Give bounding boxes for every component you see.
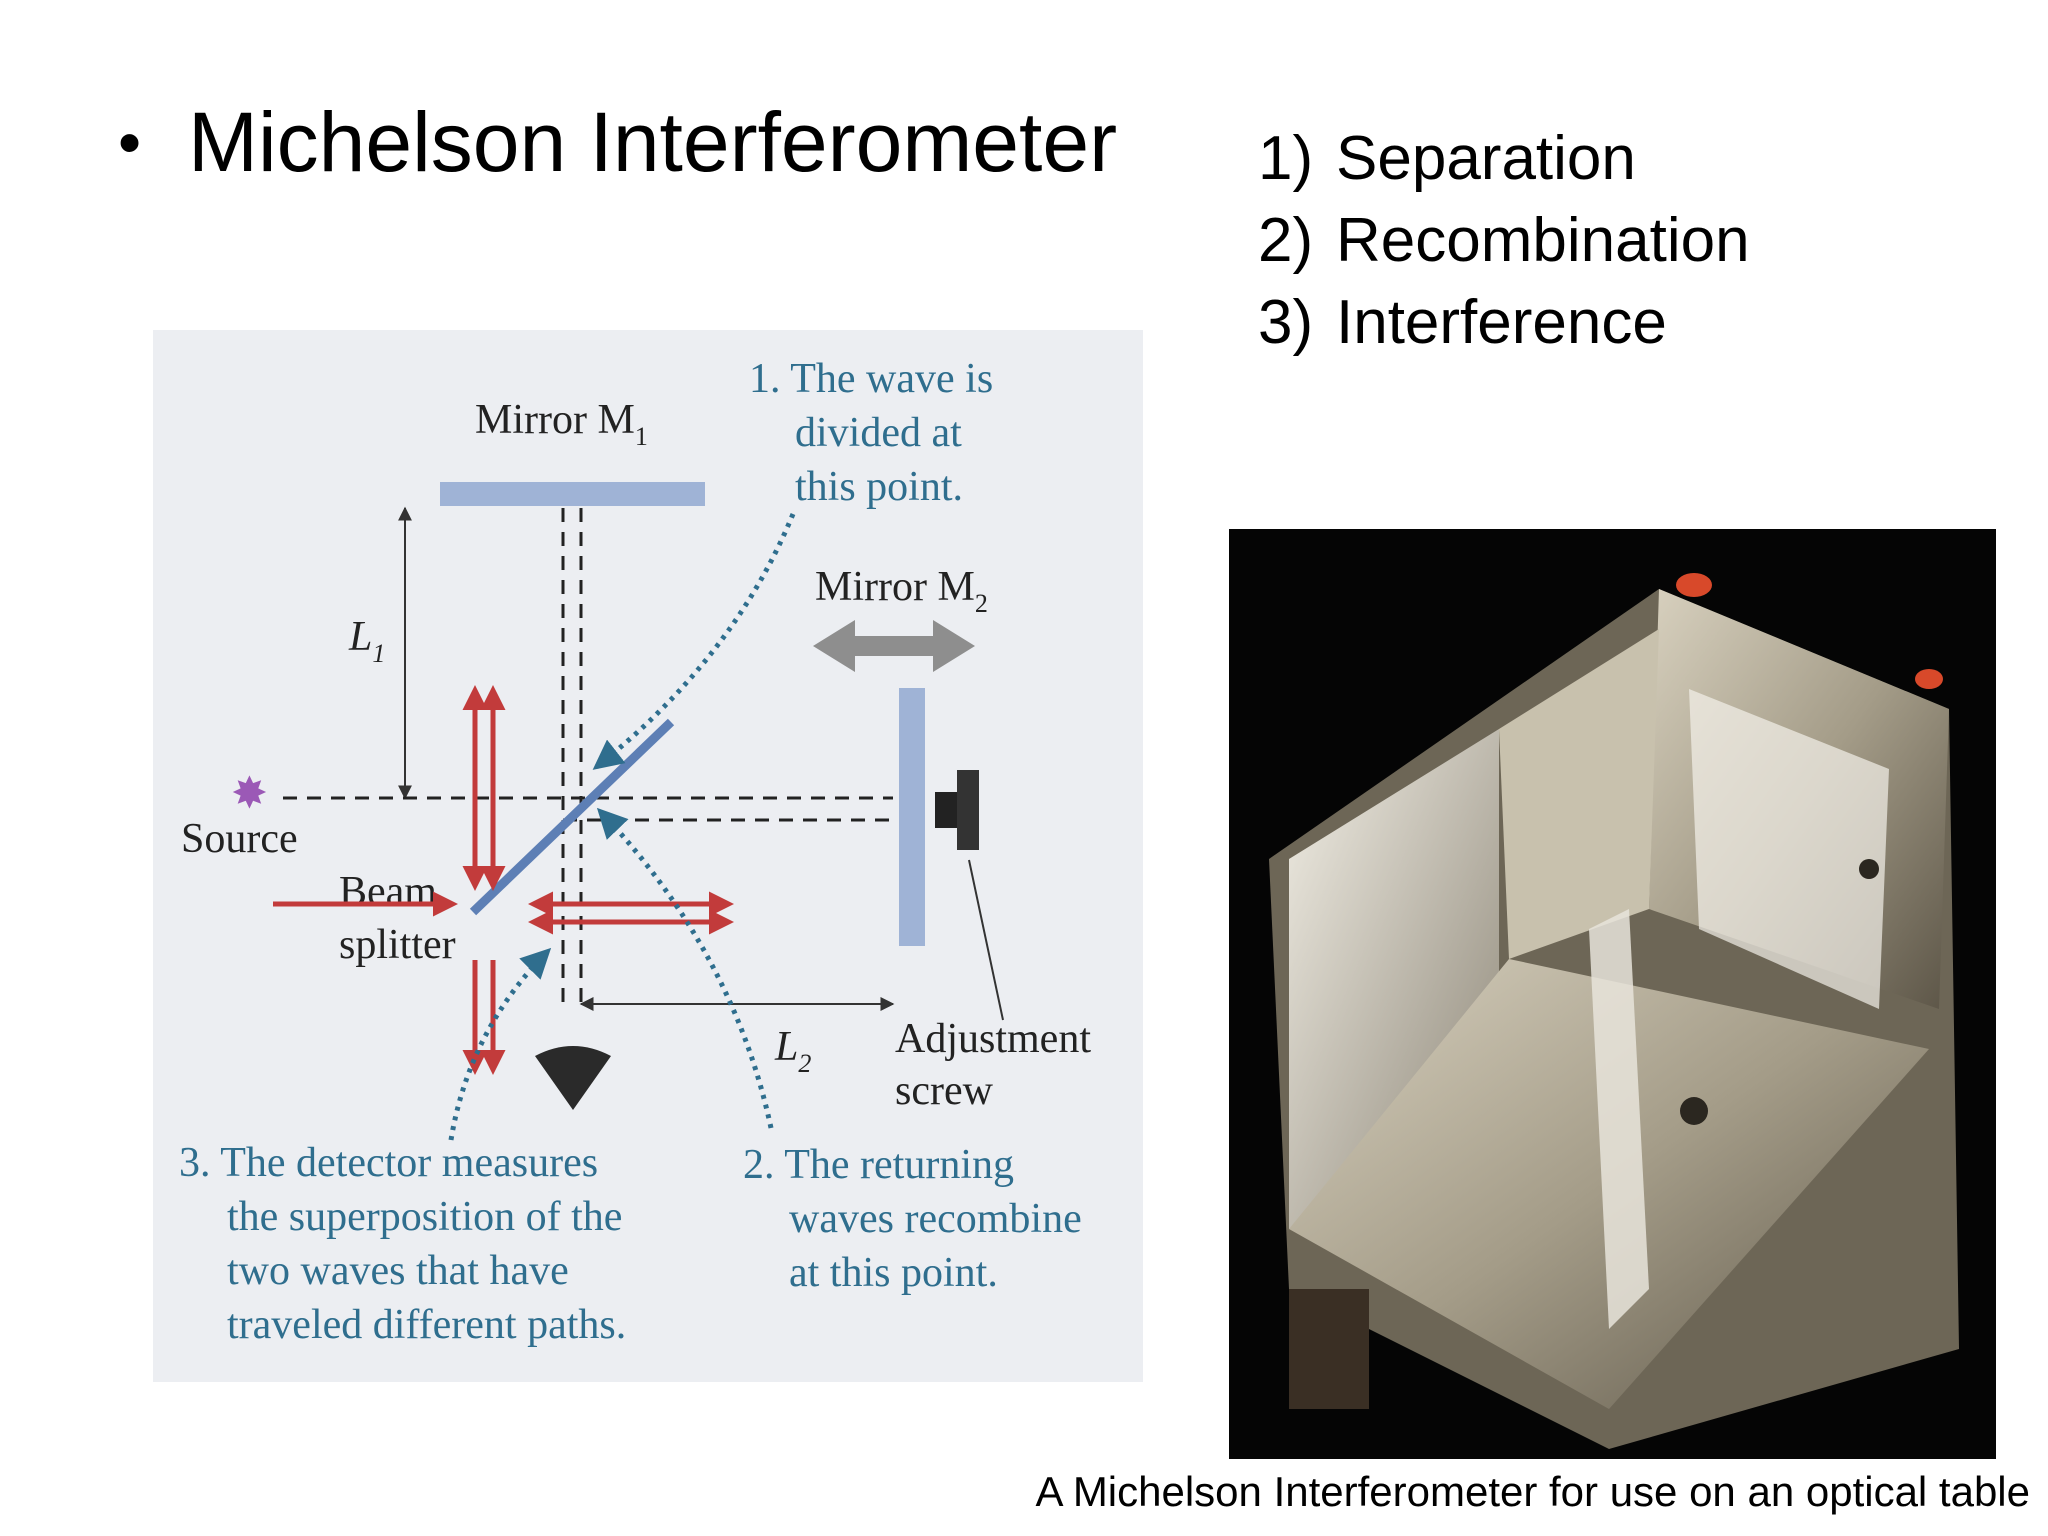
note1-line2: divided at [795,410,962,456]
note2-line1: 2. The returning [743,1142,1014,1188]
slide-title: • Michelson Interferometer [118,100,1117,184]
adjustment-leader-line [968,859,1004,1021]
adjustment-label: Adjustment [895,1016,1091,1062]
l1-label: L1 [348,614,385,668]
beam-label: Beam [339,869,437,915]
interferometer-photo [1229,529,1996,1459]
source-icon: ✸ [231,769,268,818]
note1-line1: 1. The wave is [749,356,993,402]
step-number: 2) [1258,206,1314,275]
diagram-svg: Mirror M1 L1 Mirror M2 ✸ Source Beam spl… [179,356,1091,1348]
mirror-m1 [440,482,705,506]
adjustment-screw-knob [935,792,957,828]
annotation-arrow-1 [592,513,796,770]
beam-splitter [469,718,675,916]
steps-list: 1) Separation 2) Recombination 3) Interfere… [1258,118,1750,364]
interferometer-diagram: Mirror M1 L1 Mirror M2 ✸ Source Beam spl… [153,330,1143,1382]
source-label: Source [181,816,298,862]
step-item: 1) Separation [1258,118,1750,200]
note2-line3: at this point. [789,1250,998,1296]
step-item: 2) Recombination [1258,200,1750,282]
step-label: Separation [1336,124,1636,193]
note3-line2: the superposition of the [227,1194,622,1240]
note3-line4: traveled different paths. [227,1302,626,1348]
step-item: 3) Interference [1258,282,1750,364]
l2-label: L2 [774,1024,811,1078]
detector-eye-icon [535,1046,611,1110]
photo-caption: A Michelson Interferometer for use on an… [1035,1468,2030,1515]
mirror-m2-label: Mirror M2 [815,564,988,618]
mirror-m2 [899,688,925,946]
adjustment-screw-head [957,770,979,850]
mirror-m2-motion-arrow [813,620,975,672]
title-text: Michelson Interferometer [188,95,1118,189]
note3-line3: two waves that have [227,1248,569,1294]
step-label: Recombination [1336,206,1750,275]
note3-line1: 3. The detector measures [179,1140,598,1186]
note1-line3: this point. [795,464,963,510]
annotation-arrow-3 [448,947,552,1141]
note2-line2: waves recombine [789,1196,1082,1242]
step-number: 3) [1258,288,1314,357]
photo-svg [1269,573,1959,1449]
mirror-m1-label: Mirror M1 [475,397,648,451]
splitter-label: splitter [339,922,456,968]
annotation-arrow-2 [596,807,774,1129]
screw-label: screw [895,1068,994,1114]
step-label: Interference [1336,288,1667,357]
step-number: 1) [1258,124,1314,193]
title-bullet: • [118,105,142,179]
